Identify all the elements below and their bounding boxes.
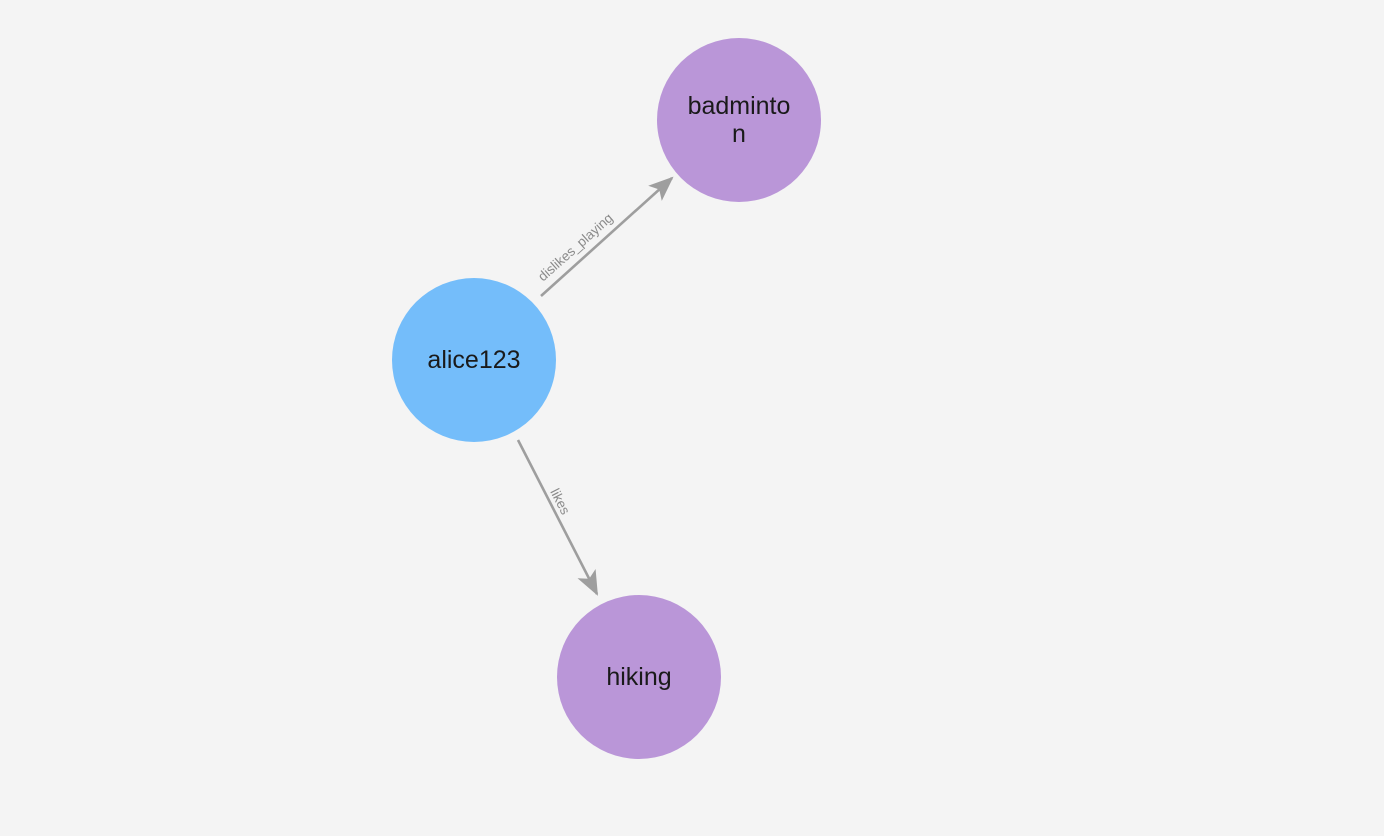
edge-dislikes-playing[interactable] (540, 176, 674, 297)
node-label-alice123: alice123 (427, 346, 521, 374)
edge-likes[interactable] (516, 439, 599, 596)
node-label-hiking: hiking (606, 663, 672, 691)
graph-node-alice123[interactable]: alice123 (392, 278, 556, 442)
node-label-badminton: badminton (687, 92, 791, 148)
graph-node-hiking[interactable]: hiking (557, 595, 721, 759)
graph-node-badminton[interactable]: badminton (657, 38, 821, 202)
